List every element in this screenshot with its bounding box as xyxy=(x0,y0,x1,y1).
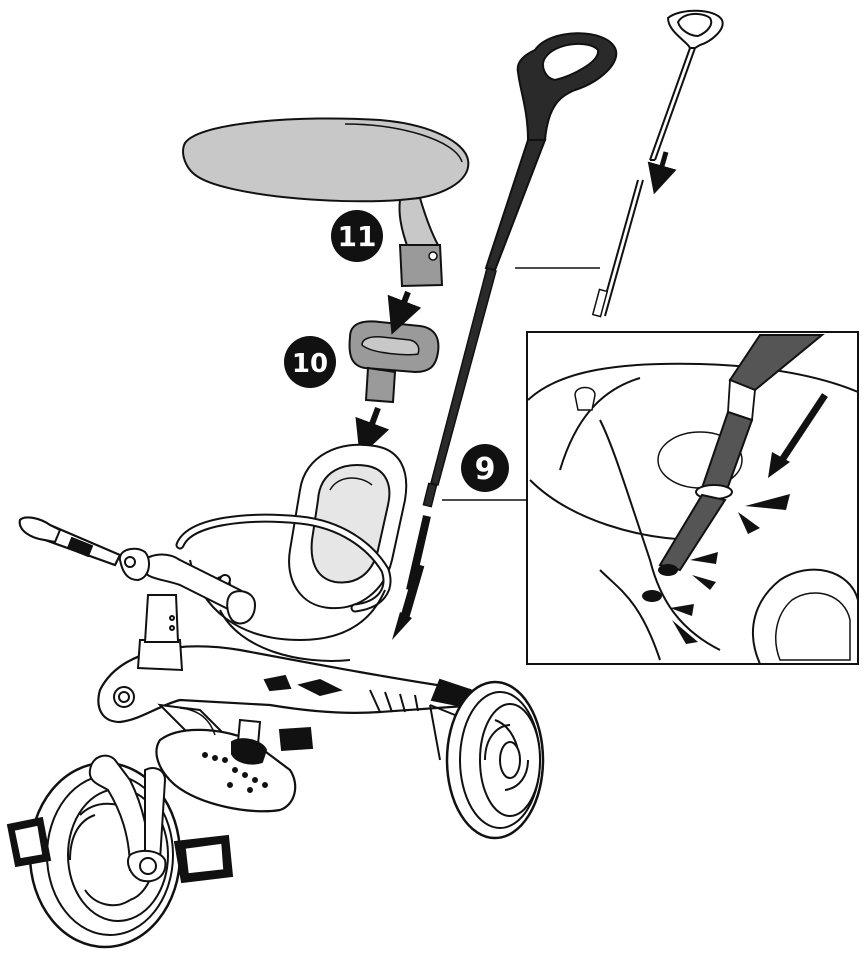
tricycle xyxy=(8,445,543,947)
step-badge-11: 11 xyxy=(331,210,383,262)
step-badge-9: 9 xyxy=(461,444,509,492)
svg-text:9: 9 xyxy=(475,452,496,487)
svg-text:11: 11 xyxy=(338,220,377,253)
canopy-mount-part xyxy=(350,321,439,402)
detail-inset xyxy=(527,332,858,664)
svg-text:10: 10 xyxy=(292,349,328,379)
step-badge-10: 10 xyxy=(284,336,336,388)
canopy-part xyxy=(183,118,468,286)
